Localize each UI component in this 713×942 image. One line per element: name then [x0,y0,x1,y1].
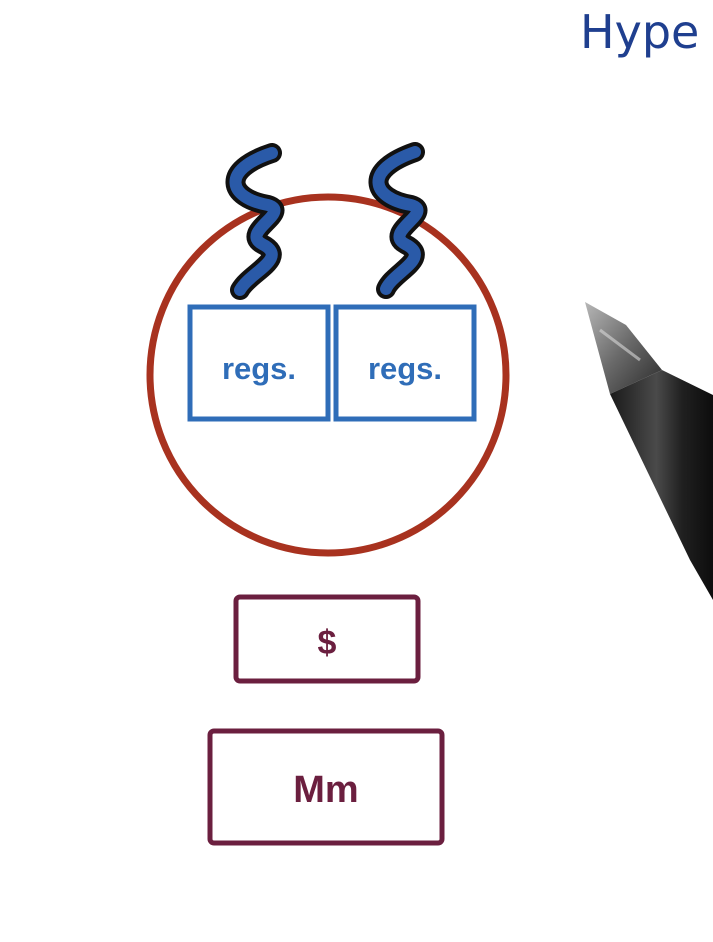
register-set-right: regs. [333,304,477,422]
register-box [333,304,477,422]
cache-block: $ [233,594,421,684]
handwritten-title: Hype [580,5,699,59]
core-circle [146,193,510,557]
memory-label: Mm [293,769,358,811]
squiggle-thread-icon [225,143,285,300]
squiggle-thread-icon [368,142,428,299]
cache-label: $ [318,624,337,662]
memory-box [207,728,445,846]
register-box [187,304,331,422]
cache-box [233,594,421,684]
pen-icon [585,302,713,600]
register-label: regs. [222,351,296,386]
register-set-left: regs. [187,304,331,422]
register-label: regs. [368,351,442,386]
memory-block: Mm [207,728,445,846]
